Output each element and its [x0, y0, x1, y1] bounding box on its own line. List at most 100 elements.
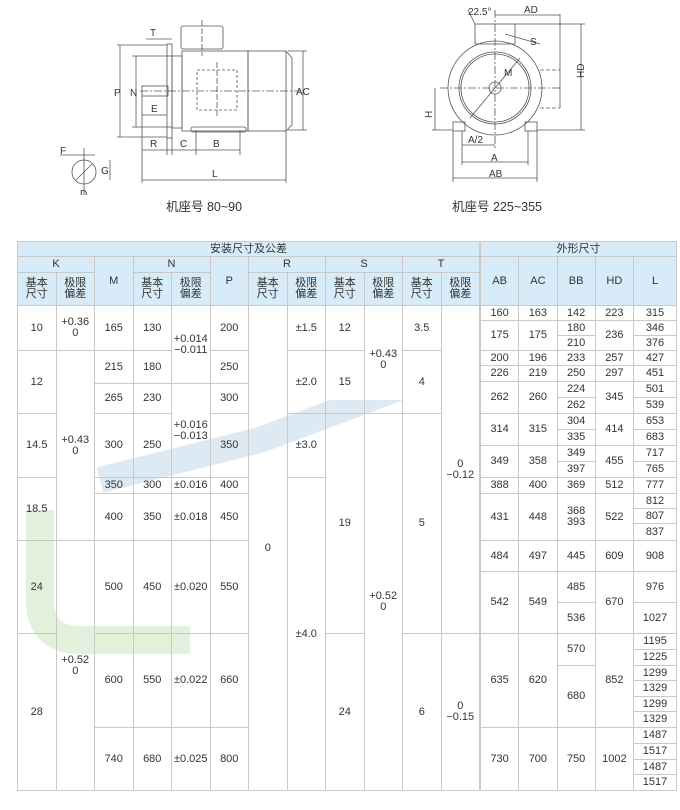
table-cell: 397 [556, 461, 596, 478]
table-cell: 12 [325, 305, 365, 351]
table-cell: 175 [479, 320, 520, 351]
table-cell: 522 [594, 493, 635, 541]
table-cell: 14.5 [17, 413, 57, 478]
table-cell: 427 [633, 350, 677, 366]
table-cell: 750 [556, 727, 596, 791]
table-cell: 12 [17, 350, 57, 414]
table-cell: +0.014 −0.011 [171, 305, 211, 384]
table-cell: 28 [17, 633, 57, 791]
table-cell: 350 [209, 413, 249, 478]
table-cell: 314 [479, 413, 520, 446]
table-cell: ±4.0 [286, 477, 326, 791]
table-cell: 800 [209, 727, 249, 791]
col-header-K: K [17, 256, 95, 273]
group-header-outline: 外形尺寸 [480, 241, 677, 257]
table-cell: 976 [633, 571, 677, 603]
table-cell: 400 [94, 493, 134, 541]
table-cell: 350 [132, 493, 172, 541]
table-cell: 165 [94, 305, 134, 351]
table-cell: 262 [479, 381, 520, 414]
table-cell: 180 [132, 350, 172, 384]
table-cell: 3.5 [402, 305, 442, 351]
table-cell: 350 [94, 477, 134, 494]
label-D: D [80, 189, 87, 195]
subheader-basic: 基本 尺寸 [17, 272, 57, 306]
table-cell: 1002 [594, 727, 635, 791]
col-header-R: R [248, 256, 326, 273]
table-cell: 414 [594, 413, 635, 446]
table-cell: 653 [633, 413, 677, 430]
table-cell: 230 [132, 383, 172, 414]
label-T: T [150, 28, 156, 39]
table-cell: 484 [479, 540, 520, 572]
table-cell: 1329 [633, 680, 677, 697]
table-cell: 215 [94, 350, 134, 384]
table-cell: 570 [556, 633, 596, 666]
table-cell: 6 [402, 633, 442, 791]
table-cell: 450 [209, 493, 249, 541]
table-cell: 635 [479, 633, 520, 728]
table-cell: 1487 [633, 759, 677, 775]
label-HD: HD [576, 64, 587, 78]
table-cell: 501 [633, 381, 677, 398]
subheader-tolerance: 极限 偏差 [55, 272, 95, 306]
table-cell: 130 [132, 305, 172, 351]
table-cell: 0 −0.15 [440, 633, 480, 791]
table-cell: 0 [248, 305, 288, 791]
table-cell: +0.43 0 [55, 350, 95, 541]
table-cell: 388 [479, 477, 520, 494]
table-cell: +0.52 0 [363, 413, 403, 791]
table-cell: 512 [594, 477, 635, 494]
table-cell: 300 [209, 383, 249, 414]
table-cell: 233 [556, 350, 596, 366]
table-cell: 5 [402, 413, 442, 634]
subheader-tolerance: 极限 偏差 [171, 272, 211, 306]
diagram-left-labels: T P N E AC R C B L F G D [60, 28, 310, 195]
col-header-HD: HD [594, 256, 635, 306]
table-cell: 163 [518, 305, 558, 321]
table-row: 1517 [481, 774, 677, 791]
label-AC: AC [296, 87, 310, 98]
table-cell: 740 [94, 727, 134, 791]
table-cell: 1299 [633, 696, 677, 712]
table-cell: ±0.020 [171, 540, 211, 634]
label-M: M [504, 68, 512, 79]
table-cell: 358 [518, 445, 558, 478]
subheader-basic: 基本 尺寸 [402, 272, 442, 306]
label-P: P [114, 88, 121, 99]
table-cell: 265 [94, 383, 134, 414]
label-A-half: A/2 [468, 135, 483, 146]
subheader-basic: 基本 尺寸 [248, 272, 288, 306]
table-cell: 542 [479, 571, 520, 634]
table-cell: 160 [479, 305, 520, 321]
label-G: G [101, 166, 109, 177]
caption-frame-80-90: 机座号 80~90 [166, 200, 243, 214]
table-cell: 304 [556, 413, 596, 430]
subheader-basic: 基本 尺寸 [132, 272, 172, 306]
label-C: C [180, 139, 187, 150]
table-cell: 807 [633, 508, 677, 524]
table-cell: 600 [94, 633, 134, 728]
table-cell: 315 [633, 305, 677, 321]
col-header-L: L [633, 256, 677, 306]
table-cell: 1027 [633, 602, 677, 634]
table-cell: 1329 [633, 711, 677, 728]
table-cell: 852 [594, 633, 635, 728]
